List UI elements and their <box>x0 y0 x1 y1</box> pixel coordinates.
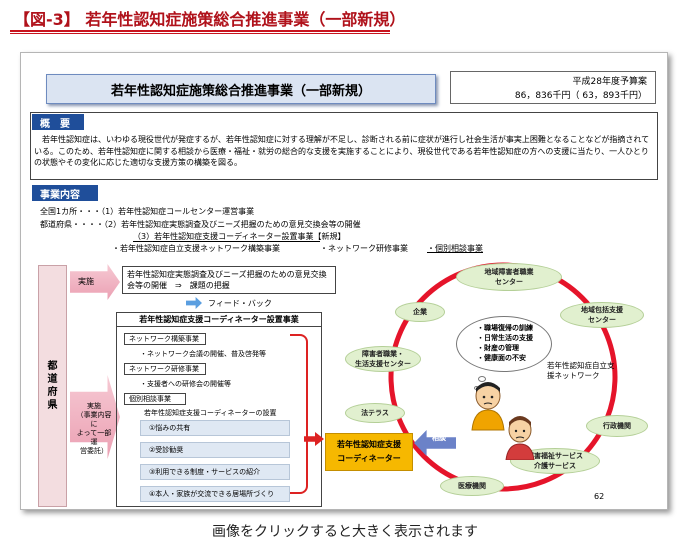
network-build-sub: ・ネットワーク会議の開催、普及啓発等 <box>140 350 266 358</box>
implement-arrow-bottom-label: 実施 （事業内容に よって一部運 営委託） <box>76 402 112 455</box>
prefecture-box: 都道府県 <box>38 265 67 507</box>
node-life-support-center: 障害者職業・ 生活支援センター <box>345 346 421 372</box>
step-box-4: ④本人・家族が交流できる居場所づくり <box>140 486 290 502</box>
worried-person-icon <box>471 382 535 460</box>
worry-item: ・健康面の不安 <box>477 354 526 362</box>
individual-consult-sub: 若年性認知症支援コーディネーターの設置 <box>144 409 277 417</box>
coordinator-program-header: 若年性認知症支援コーディネーター設置事業 <box>116 312 322 327</box>
node-houterasu: 法テラス <box>345 403 405 423</box>
prefecture-label: 都道府県 <box>47 361 58 411</box>
survey-box: 若年性認知症実態調査及びニーズ把握のための意見交換会等の開催 ⇒ 課題の把握 <box>122 266 336 294</box>
coordinator-program-box <box>116 312 322 507</box>
thought-dot <box>478 376 486 382</box>
content-line-1: 全国1カ所・・・（1）若年性認知症コールセンター運営事業 <box>40 207 255 216</box>
page-number: 62 <box>594 492 605 501</box>
worry-item: ・日常生活の支援 <box>477 334 533 342</box>
worry-thought-bubble: ・職場復帰の訓練 ・日常生活の支援 ・財産の管理 ・健康面の不安 <box>456 316 552 372</box>
content-line-4c: ・個別相談事業 <box>427 244 483 253</box>
step-box-1: ①悩みの共有 <box>140 420 290 436</box>
feedback-label: フィード・バック <box>208 299 272 308</box>
enlarge-caption-link[interactable]: 画像をクリックすると大きく表示されます <box>212 524 478 540</box>
overview-label: 概 要 <box>32 114 84 130</box>
network-training-sub: ・支援者への研修会の開催等 <box>140 380 231 388</box>
step-box-3: ③利用できる制度・サービスの紹介 <box>140 464 290 480</box>
consult-arrow-label: 相談 <box>432 434 446 442</box>
red-bracket <box>290 334 308 494</box>
node-administration: 行政機関 <box>586 415 648 437</box>
content-label: 事業内容 <box>32 185 98 201</box>
node-regional-disability-job-center: 地域障害者職業 センター <box>456 263 562 291</box>
implement-arrow-top-label: 実施 <box>78 277 94 286</box>
node-medical: 医療機関 <box>440 476 504 496</box>
content-line-3: （3）若年性認知症支援コーディネーター設置事業【新規】 <box>133 232 346 241</box>
node-community-support-center: 地域包括支援 センター <box>560 302 644 328</box>
worry-item: ・財産の管理 <box>477 344 519 352</box>
title-underline <box>10 30 390 32</box>
content-line-4a: ・若年性認知症自立支援ネットワーク構築事業 <box>112 244 280 253</box>
worry-item: ・職場復帰の訓練 <box>477 324 533 332</box>
coordinator-box: 若年性認知症支援 コーディネーター <box>325 433 413 471</box>
budget-box: 平成28年度予算案 86，836千円（ 63，893千円） <box>450 71 656 104</box>
network-training-box: ネットワーク研修事業 <box>124 363 206 375</box>
content-line-3-underline <box>133 241 320 242</box>
content-line-4b: ・ネットワーク研修事業 <box>320 244 408 253</box>
overview-box <box>30 112 658 180</box>
support-network-label: 若年性認知症自立支 援ネットワーク <box>547 361 615 380</box>
figure-title: 【図-3】 若年性認知症施策総合推進事業（一部新規） <box>14 10 406 29</box>
slide-title: 若年性認知症施策総合推進事業（一部新規） <box>46 74 436 104</box>
budget-line2: 86，836千円（ 63，893千円） <box>514 91 647 101</box>
budget-line1: 平成28年度予算案 <box>572 77 647 87</box>
content-line-2: 都道府県・・・・（2）若年性認知症実態調査及びニーズ把握のための意見交換会等の開… <box>40 220 361 229</box>
overview-text: 若年性認知症は、いわゆる現役世代が発症するが、若年性認知症に対する理解が不足し、… <box>34 135 650 167</box>
network-build-box: ネットワーク構築事業 <box>124 333 206 345</box>
title-underline-thin <box>10 33 390 34</box>
individual-consult-box: 個別相談事業 <box>124 393 186 405</box>
node-company: 企業 <box>395 302 445 322</box>
step-box-2: ②受診勧奨 <box>140 442 290 458</box>
